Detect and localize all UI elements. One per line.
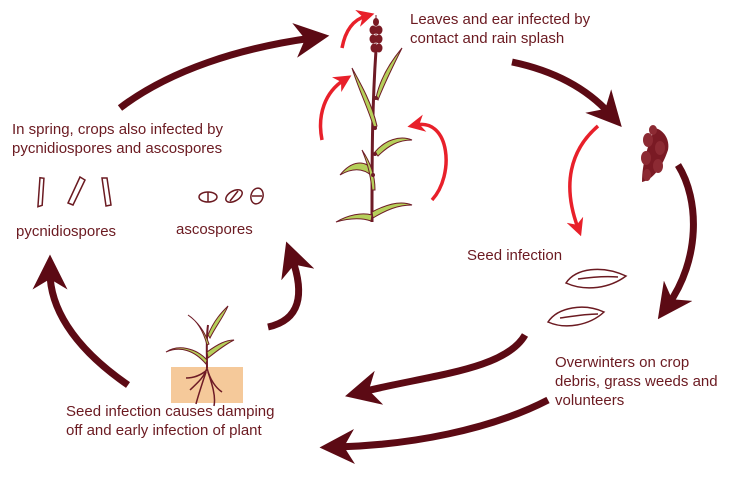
arrow-seedling-to-ascospores	[268, 258, 299, 327]
ascospore-icon	[199, 187, 265, 206]
seedling-icon	[166, 306, 243, 406]
arrow-spring-to-plant	[120, 38, 312, 108]
pycnidiospore-icon	[36, 177, 111, 207]
splash-arrow-top	[342, 16, 366, 48]
wheat-ear-icon	[641, 125, 668, 182]
seed-infection-label: Seed infection	[467, 246, 562, 265]
wheat-plant-icon	[336, 15, 412, 222]
arrow-damping-to-pycnidiospores	[50, 272, 128, 385]
splash-arrow-left	[321, 80, 344, 140]
splash-arrow-right	[416, 124, 446, 200]
overwinters-label: Overwinters on crop debris, grass weeds …	[555, 353, 718, 410]
spring-infection-label: In spring, crops also infected by pycnid…	[12, 120, 223, 158]
seed-icon	[548, 269, 626, 325]
pycnidiospores-label: pycnidiospores	[16, 222, 116, 241]
leaves-ear-infection-label: Leaves and ear infected by contact and r…	[410, 10, 590, 48]
arrow-overwinter-to-damping	[337, 400, 548, 447]
arrow-plant-to-ear	[512, 62, 610, 114]
arrow-ear-to-overwinter	[668, 165, 693, 305]
splash-arrow-seed	[570, 126, 598, 228]
arrow-seed-to-damping	[362, 335, 525, 392]
ascospores-label: ascospores	[176, 220, 253, 239]
damping-off-label: Seed infection causes damping off and ea…	[66, 402, 274, 440]
